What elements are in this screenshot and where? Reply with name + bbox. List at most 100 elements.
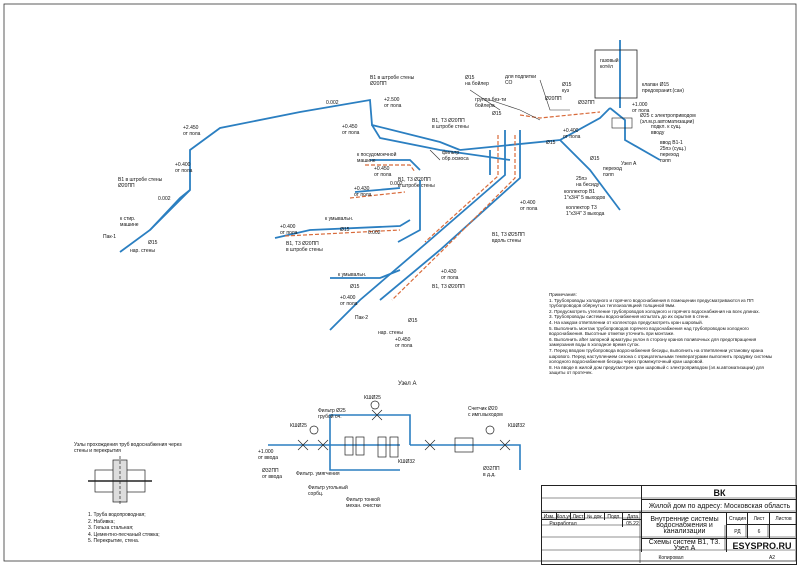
legend-item: 2. Набивка; bbox=[88, 518, 115, 525]
label-outer-wall-left: нар. стены bbox=[130, 248, 155, 254]
label-slope-top: 0.002 bbox=[326, 100, 339, 106]
label-d15-collector-2: Ø15 bbox=[590, 156, 600, 162]
label-d15-mid: Ø15 bbox=[340, 227, 350, 233]
label-d15-low-2: Ø15 bbox=[408, 318, 418, 324]
label-outer-wall-low: нар. стены bbox=[378, 330, 403, 336]
label-to-sink-2: к умывальн. bbox=[338, 272, 367, 278]
stamp-col-date: Дата bbox=[622, 512, 642, 520]
label-softener: Фильтр. умягчения bbox=[296, 471, 340, 477]
sheet-frame bbox=[3, 3, 797, 562]
label-ksh25-top: КШØ25 bbox=[364, 395, 381, 401]
stamp-col-sheet: Лист bbox=[570, 512, 585, 520]
stamp-scheme: Схемы систем В1, Т3. Узел А bbox=[641, 538, 727, 552]
label-to-sink: к умывальн. bbox=[325, 216, 354, 222]
note-item: 1. Трубопроводы холодного и горячего вод… bbox=[549, 297, 754, 309]
label-service-connection: подкл. к сущ.вводу bbox=[651, 124, 682, 136]
legend-item: 5. Перекрытие, стена. bbox=[88, 538, 140, 544]
label-d15-left: Ø15 bbox=[148, 240, 158, 246]
node-a-title: Узел А bbox=[398, 381, 417, 387]
title-block: ВК Жилой дом по адресу: Московская облас… bbox=[541, 485, 797, 565]
note-item: 5. Выполнить монтаж трубопроводов горяче… bbox=[549, 325, 749, 337]
general-notes: Примечания: 1. Трубопроводы холодного и … bbox=[549, 292, 779, 376]
label-d20pp: Ø20ПП bbox=[545, 96, 562, 102]
label-slope-mid-b: 0.002 bbox=[368, 230, 381, 236]
stamp-date: 05.22 bbox=[622, 519, 642, 527]
stamp-col-change: Изм. bbox=[542, 512, 556, 520]
node-a-devices bbox=[297, 400, 511, 458]
stamp-address: Жилой дом по адресу: Московская область bbox=[641, 499, 797, 513]
stamp-stage-header: Стадия bbox=[726, 512, 748, 525]
note-item: 3. Трубопроводы системы водоснабжения ис… bbox=[549, 314, 710, 320]
stamp-sheets-header: Листов bbox=[769, 512, 797, 525]
wall-pass-detail bbox=[88, 456, 152, 506]
label-ball-valve: Ø25 с электроприводом(эл.м.р.автоматизац… bbox=[640, 113, 696, 125]
legend-item: 1. Труба водопроводная; bbox=[88, 512, 146, 518]
cold-water-pipes bbox=[119, 40, 661, 331]
stamp-brand: ESYSPRO.RU bbox=[726, 538, 797, 552]
note-item: 8. На вводе в жилой дом предусмотрен кра… bbox=[549, 364, 764, 376]
label-ksh25-left: КШØ25 bbox=[290, 423, 307, 429]
stamp-sheet-header: Лист bbox=[747, 512, 770, 525]
notes-title: Примечания: bbox=[549, 292, 577, 297]
stamp-copied: Копировал bbox=[658, 555, 684, 561]
stamp-grid bbox=[541, 497, 795, 563]
label-to-washer: к стир.машине bbox=[120, 216, 139, 228]
stamp-developed: Разработал bbox=[542, 519, 584, 527]
boiler-shape bbox=[594, 49, 638, 99]
stamp-stage: РД bbox=[726, 524, 748, 539]
note-item: 2. Предусмотреть утепление трубопроводов… bbox=[549, 308, 760, 314]
label-d15-low: Ø15 bbox=[350, 284, 360, 290]
note-item: 6. Выполнить after запорной арматуры укл… bbox=[549, 336, 757, 348]
stamp-code: ВК bbox=[641, 486, 797, 499]
label-d15-collector: Ø15 bbox=[546, 140, 556, 146]
stamp-sheet: 6 bbox=[747, 524, 770, 539]
stamp-sheets bbox=[769, 524, 797, 539]
stamp-col-count: Кол.уч bbox=[556, 512, 571, 520]
legend-item: 3. Гильза стальная; bbox=[88, 525, 134, 531]
note-item: 4. На каждом ответвлении от коллектора п… bbox=[549, 319, 703, 325]
wall-pass-title: Узлы прохождения труб водоснабжения чере… bbox=[74, 442, 182, 454]
label-b1t3-low: В1, Т3 Ø20ПП bbox=[432, 284, 465, 290]
label-ksh32-right: КШØ32 bbox=[508, 423, 525, 429]
stamp-col-sign: Подп. bbox=[604, 512, 623, 520]
label-slope-mid: 0.002 bbox=[390, 181, 403, 187]
label-node-a-ref: Узел А bbox=[621, 161, 637, 167]
label-pak1: Пак-1 bbox=[103, 234, 117, 240]
label-ksh32-low: КШØ32 bbox=[398, 459, 415, 465]
label-pak2: Пак-2 bbox=[355, 315, 369, 321]
filter-shape bbox=[611, 117, 633, 129]
